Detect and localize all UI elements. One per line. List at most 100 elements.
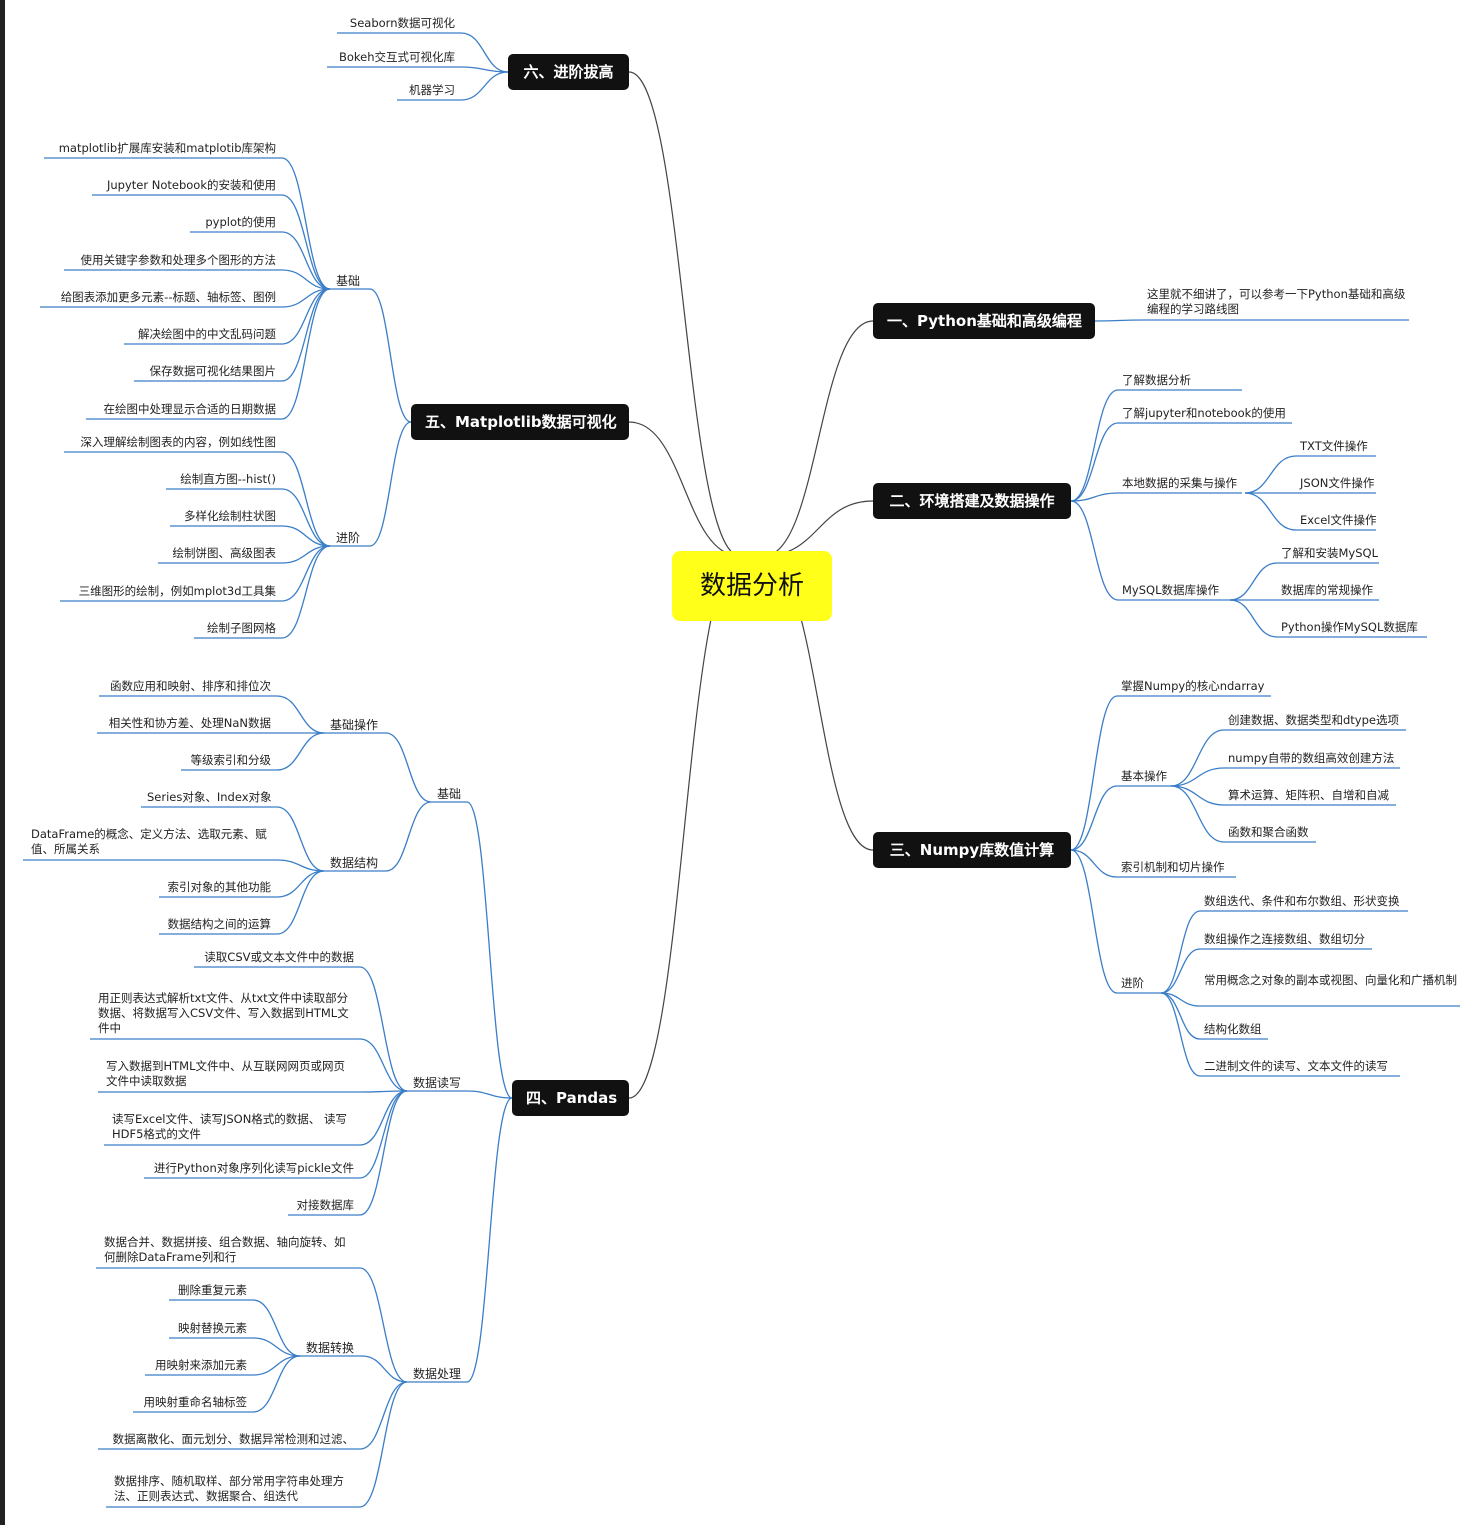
pandas-struct-0[interactable]: Series对象、Index对象 [147,790,272,804]
branch-env-data-ops[interactable]: 二、环境搭建及数据操作 [873,483,1071,519]
numpy-basic-1[interactable]: numpy自带的数组高效创建方法 [1228,751,1395,765]
matplotlib-group-advanced[interactable]: 进阶 [336,531,361,545]
mysql-item-2[interactable]: Python操作MySQL数据库 [1281,620,1418,634]
connector-line [281,231,331,290]
connector-line [359,1090,408,1216]
pandas-io-2[interactable]: 写入数据到HTML文件中、从互联网网页或网页文件中读取数据 [106,1059,345,1088]
branch-pandas[interactable]: 四、Pandas [512,1080,629,1116]
pandas-group-0[interactable]: 基础 [437,787,462,801]
branch-matplotlib[interactable]: 五、Matplotlib数据可视化 [411,404,629,440]
matplotlib-basic-4[interactable]: 给图表添加更多元素--标题、轴标签、图例 [60,290,276,304]
pandas-basic-sub-1[interactable]: 数据结构 [330,856,379,870]
matplotlib-adv-1[interactable]: 绘制直方图--hist() [180,472,276,486]
connector-line [359,1267,408,1383]
numpy-adv-2[interactable]: 常用概念之对象的副本或视图、向量化和广播机制 [1204,973,1457,987]
connector-line [281,525,331,547]
pandas-proc-rest-1[interactable]: 数据排序、随机取样、部分常用字符串处理方法、正则表达式、数据聚合、组迭代 [114,1474,344,1503]
pandas-basic-op-1[interactable]: 相关性和协方差、处理NaN数据 [108,716,271,730]
numpy-adv-0[interactable]: 数组迭代、条件和布尔数组、形状变换 [1204,894,1400,908]
matplotlib-group-basic[interactable]: 基础 [336,274,361,288]
connector-line [1094,319,1144,322]
matplotlib-adv-4[interactable]: 三维图形的绘制，例如mplot3d工具集 [78,584,276,598]
connector-line [359,966,408,1092]
matplotlib-basic-3[interactable]: 使用关键字参数和处理多个图形的方法 [80,253,277,267]
pandas-struct-3[interactable]: 数据结构之间的运算 [167,917,272,931]
numpy-item-2[interactable]: 索引机制和切片操作 [1121,860,1225,874]
pandas-basic-op-0[interactable]: 函数应用和映射、排序和排位次 [110,679,271,693]
pandas-struct-2[interactable]: 索引对象的其他功能 [167,880,272,894]
matplotlib-basic-0[interactable]: matplotlib扩展库安装和matplotib库架构 [58,141,276,155]
pandas-io-5[interactable]: 对接数据库 [296,1198,355,1212]
connector-line [252,1337,301,1357]
connector-line [628,71,741,557]
pandas-group-2[interactable]: 数据处理 [413,1367,462,1381]
advanced-item-2[interactable]: 机器学习 [409,83,455,97]
pandas-conv-0[interactable]: 删除重复元素 [178,1283,247,1297]
advanced-item-0[interactable]: Seaborn数据可视化 [349,16,455,30]
connector-line [276,806,325,872]
branch-advanced[interactable]: 六、进阶拔高 [508,54,629,90]
numpy-basic-2[interactable]: 算术运算、矩阵积、自增和自减 [1228,788,1389,802]
connector-line [466,801,513,1099]
pandas-io-1[interactable]: 用正则表达式解析txt文件、从txt文件中读取部分数据、将数据写入CSV文件、写… [98,991,349,1035]
pandas-basic-sub-0[interactable]: 基础操作 [330,718,379,732]
matplotlib-basic-2[interactable]: pyplot的使用 [205,215,276,229]
connector-line [1170,729,1225,787]
env-item-3[interactable]: MySQL数据库操作 [1122,583,1219,597]
connector-line [763,320,874,557]
local-file-item-1[interactable]: JSON文件操作 [1300,476,1375,490]
local-file-item-2[interactable]: Excel文件操作 [1300,513,1377,527]
branch-python-basics[interactable]: 一、Python基础和高级编程 [873,303,1095,339]
matplotlib-adv-0[interactable]: 深入理解绘制图表的内容，例如线性图 [80,435,277,449]
pandas-proc-merge[interactable]: 数据合并、数据拼接、组合数据、轴向旋转、如何删除DataFrame列和行 [104,1235,346,1264]
connector-line [466,1090,513,1099]
env-item-2[interactable]: 本地数据的采集与操作 [1122,476,1237,490]
matplotlib-adv-5[interactable]: 绘制子图网格 [207,621,276,635]
pandas-io-4[interactable]: 进行Python对象序列化读写pickle文件 [153,1161,354,1175]
numpy-basic-3[interactable]: 函数和聚合函数 [1228,825,1309,839]
numpy-adv-1[interactable]: 数组操作之连接数组、数组切分 [1204,932,1365,946]
pandas-conv-2[interactable]: 用映射来添加元素 [155,1358,247,1372]
branch-numpy[interactable]: 三、Numpy库数值计算 [873,832,1071,868]
matplotlib-basic-7[interactable]: 在绘图中处理显示合适的日期数据 [103,402,277,416]
connector-line [252,1355,301,1376]
matplotlib-adv-2[interactable]: 多样化绘制柱状图 [184,509,276,523]
pandas-conv-1[interactable]: 映射替换元素 [178,1321,247,1335]
mysql-item-0[interactable]: 了解和安装MySQL [1281,546,1378,560]
local-file-item-0[interactable]: TXT文件操作 [1300,439,1368,453]
central-topic[interactable]: 数据分析 [672,551,832,621]
mysql-item-1[interactable]: 数据库的常规操作 [1281,583,1373,597]
connector-line [252,1355,301,1413]
matplotlib-adv-3[interactable]: 绘制饼图、高级图表 [172,546,277,560]
pandas-io-0[interactable]: 读取CSV或文本文件中的数据 [204,950,354,964]
pandas-io-3[interactable]: 读写Excel文件、读写JSON格式的数据、 读写HDF5格式的文件 [112,1112,347,1141]
pandas-proc-convert[interactable]: 数据转换 [306,1341,355,1355]
numpy-basic-0[interactable]: 创建数据、数据类型和dtype选项 [1228,713,1399,727]
pandas-group-1[interactable]: 数据读写 [413,1076,462,1090]
numpy-item-1[interactable]: 基本操作 [1121,769,1167,783]
matplotlib-basic-6[interactable]: 保存数据可视化结果图片 [149,364,277,378]
matplotlib-basic-5[interactable]: 解决绘图中的中文乱码问题 [138,327,276,341]
connector-line [276,870,325,935]
numpy-adv-3[interactable]: 结构化数组 [1204,1022,1262,1036]
connector-line [460,66,509,73]
connector-line [1170,767,1225,787]
pandas-struct-1[interactable]: DataFrame的概念、定义方法、选取元素、赋值、所属关系 [31,827,267,856]
numpy-adv-4[interactable]: 二进制文件的读写、文本文件的读写 [1204,1059,1388,1073]
python-roadmap-note[interactable]: 这里就不细讲了，可以参考一下Python基础和高级编程的学习路线图 [1147,287,1406,316]
env-item-1[interactable]: 了解jupyter和notebook的使用 [1122,406,1286,420]
matplotlib-basic-1[interactable]: Jupyter Notebook的安装和使用 [106,178,276,192]
connector-line [1070,422,1119,502]
env-item-0[interactable]: 了解数据分析 [1122,373,1191,387]
advanced-item-1[interactable]: Bokeh交互式可视化库 [338,50,455,64]
pandas-basic-op-2[interactable]: 等级索引和分级 [190,753,272,767]
numpy-item-0[interactable]: 掌握Numpy的核心ndarray [1121,679,1265,693]
pandas-proc-rest-0[interactable]: 数据离散化、面元划分、数据异常检测和过滤、 [112,1432,355,1446]
numpy-item-3[interactable]: 进阶 [1121,976,1144,990]
pandas-conv-3[interactable]: 用映射重命名轴标签 [143,1395,248,1409]
connector-line [276,870,325,898]
connector-line [281,488,331,547]
connector-line [1244,455,1297,494]
connector-line [361,1355,408,1383]
connector-line [359,1381,408,1508]
